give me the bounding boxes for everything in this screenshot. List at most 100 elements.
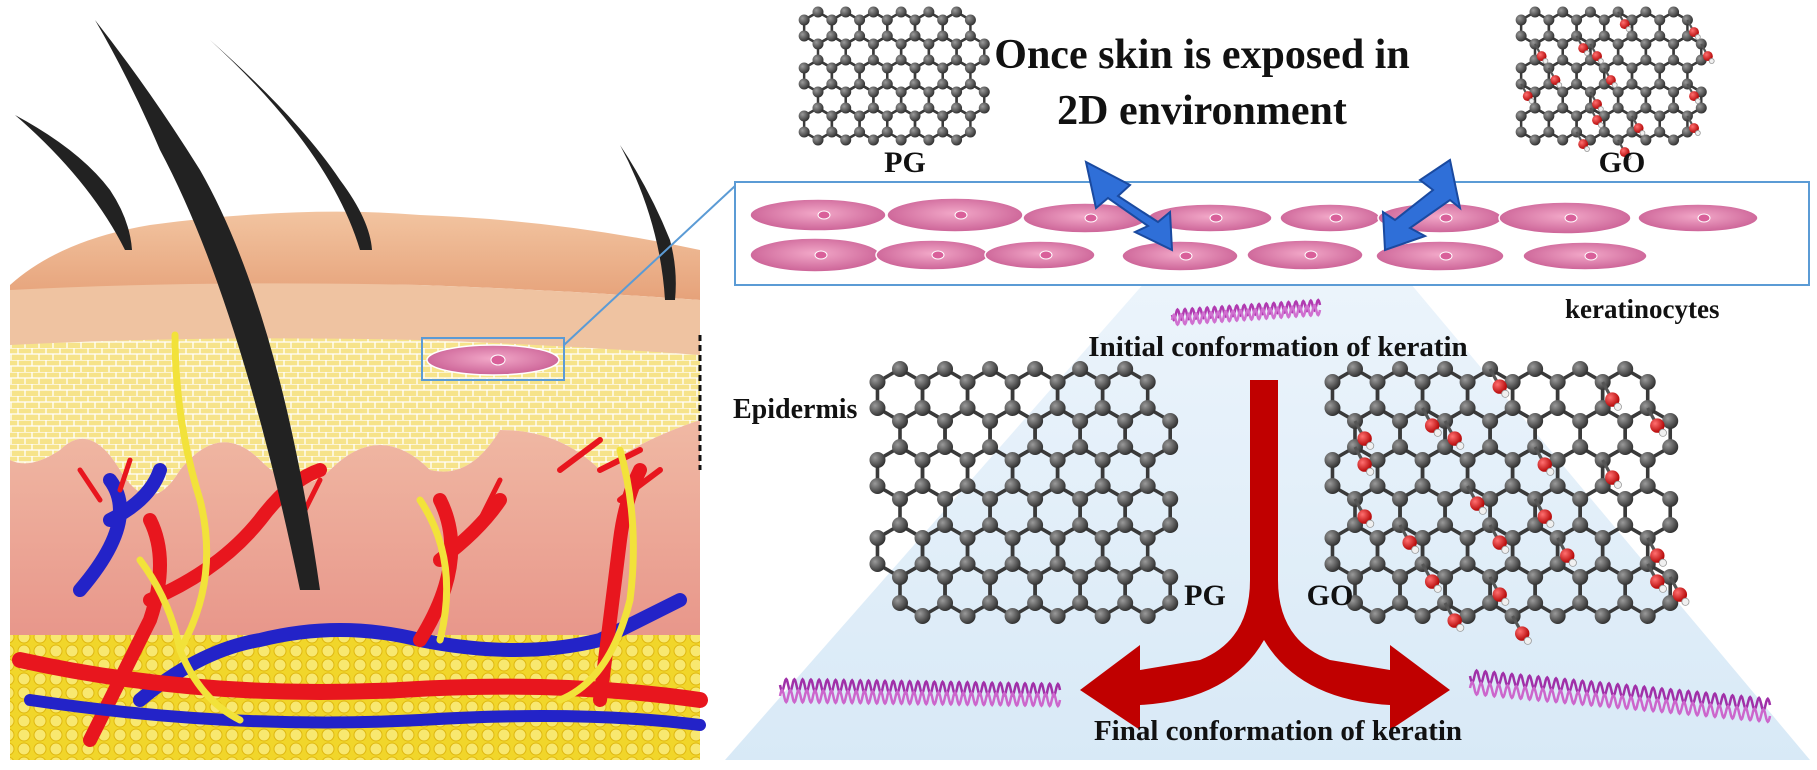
carbon-atom xyxy=(1504,556,1521,572)
oxygen-atom xyxy=(1650,548,1665,563)
carbon-atom xyxy=(1347,595,1363,611)
carbon-atom xyxy=(798,126,810,138)
carbon-atom xyxy=(982,413,999,429)
carbon-atoms xyxy=(869,361,1179,624)
carbon-atom xyxy=(923,134,935,146)
carbon-atom xyxy=(1572,413,1589,429)
carbon-atom xyxy=(892,413,908,429)
carbon-atom xyxy=(909,110,921,122)
pg-sheet-large xyxy=(869,361,1179,624)
carbon-atom xyxy=(812,54,824,66)
carbon-atom xyxy=(1572,491,1589,507)
carbon-atom xyxy=(1347,361,1363,377)
carbon-atom xyxy=(959,608,976,624)
carbon-atom xyxy=(982,439,999,455)
carbon-atom xyxy=(1347,569,1363,585)
carbon-atom xyxy=(1529,6,1541,18)
carbon-atom xyxy=(892,491,908,507)
carbon-atom xyxy=(1543,110,1555,122)
carbon-atom xyxy=(1369,608,1386,624)
go-sheet-large xyxy=(1324,361,1690,645)
carbon-atom xyxy=(892,517,908,533)
carbon-atom xyxy=(951,102,963,114)
carbon-atom xyxy=(1654,62,1666,74)
carbon-atom xyxy=(798,110,810,122)
carbon-atom xyxy=(881,14,893,26)
carbon-atom xyxy=(1617,491,1634,507)
carbon-atom xyxy=(1640,102,1652,114)
carbon-atom xyxy=(1504,374,1521,390)
oxygen-atom xyxy=(1560,548,1575,563)
hydrogen-atom xyxy=(1694,130,1701,136)
cell-nucleus xyxy=(1209,213,1223,223)
carbon-atom xyxy=(909,126,921,138)
carbon-atom xyxy=(909,78,921,90)
zoom-connector xyxy=(563,185,736,346)
carbon-atom xyxy=(1594,530,1611,546)
carbon-atom xyxy=(1414,374,1431,390)
final-conformation-label: Final conformation of keratin xyxy=(1094,715,1462,747)
cell-nucleus xyxy=(817,210,831,220)
carbon-atom xyxy=(1639,478,1656,494)
carbon-atom xyxy=(1459,452,1476,468)
carbon-atom xyxy=(959,530,976,546)
carbon-atom xyxy=(1049,452,1066,468)
carbon-atom xyxy=(881,126,893,138)
carbon-atom xyxy=(840,54,852,66)
carbon-atom xyxy=(1027,413,1044,429)
carbon-atom xyxy=(1549,374,1566,390)
hydrogen-atom xyxy=(1478,506,1487,515)
hydrogen-atom xyxy=(1433,428,1442,437)
carbon-atom xyxy=(1437,517,1454,533)
carbon-atom xyxy=(840,102,852,114)
initial-conformation-label: Initial conformation of keratin xyxy=(1088,331,1467,363)
carbon-atom xyxy=(812,38,824,50)
carbon-atom xyxy=(914,400,931,416)
carbon-atom xyxy=(895,54,907,66)
cell-nucleus xyxy=(1329,213,1343,223)
carbon-atom xyxy=(1612,54,1624,66)
carbon-atom xyxy=(826,78,838,90)
carbon-atom xyxy=(978,102,990,114)
carbon-atom xyxy=(1515,110,1527,122)
carbon-atom xyxy=(895,102,907,114)
carbon-atom xyxy=(923,54,935,66)
go-sheet-small xyxy=(1515,6,1715,160)
carbon-atom xyxy=(937,14,949,26)
carbon-atom xyxy=(1617,439,1634,455)
hydrogen-atom xyxy=(1639,130,1646,136)
carbon-atom xyxy=(1504,530,1521,546)
carbon-atom xyxy=(923,102,935,114)
oxygen-atom xyxy=(1650,574,1665,589)
carbon-atom xyxy=(1598,30,1610,42)
carbon-atom xyxy=(840,38,852,50)
carbon-atom xyxy=(1482,413,1499,429)
carbon-atom xyxy=(1117,517,1134,533)
carbon-atom xyxy=(1572,595,1589,611)
cell-nucleus xyxy=(1564,213,1578,223)
carbon-atom xyxy=(1392,491,1409,507)
carbon-atom xyxy=(1543,14,1555,26)
carbon-atom xyxy=(826,30,838,42)
carbon-atom xyxy=(881,78,893,90)
hydrogen-atom xyxy=(1546,467,1555,476)
carbon-atom xyxy=(1668,54,1680,66)
title-line2: 2D environment xyxy=(1057,88,1347,134)
pg-sheet-small xyxy=(798,6,990,146)
carbon-atom xyxy=(937,361,954,377)
carbon-atom xyxy=(1527,569,1544,585)
carbon-atom xyxy=(895,38,907,50)
carbon-atom xyxy=(826,14,838,26)
carbon-atom xyxy=(1437,491,1454,507)
carbon-atom xyxy=(1139,478,1156,494)
carbon-atom xyxy=(1557,54,1569,66)
hydrogen-atom xyxy=(1528,98,1535,104)
carbon-atom xyxy=(1529,102,1541,114)
carbon-atom xyxy=(937,126,949,138)
hydrogen-atom xyxy=(1658,428,1667,437)
oxygen-atom xyxy=(1424,418,1440,433)
cell-nucleus xyxy=(814,250,828,260)
hydrogen-atom xyxy=(1456,441,1465,450)
carbon-atom xyxy=(1654,78,1666,90)
carbon-atom xyxy=(1515,126,1527,138)
